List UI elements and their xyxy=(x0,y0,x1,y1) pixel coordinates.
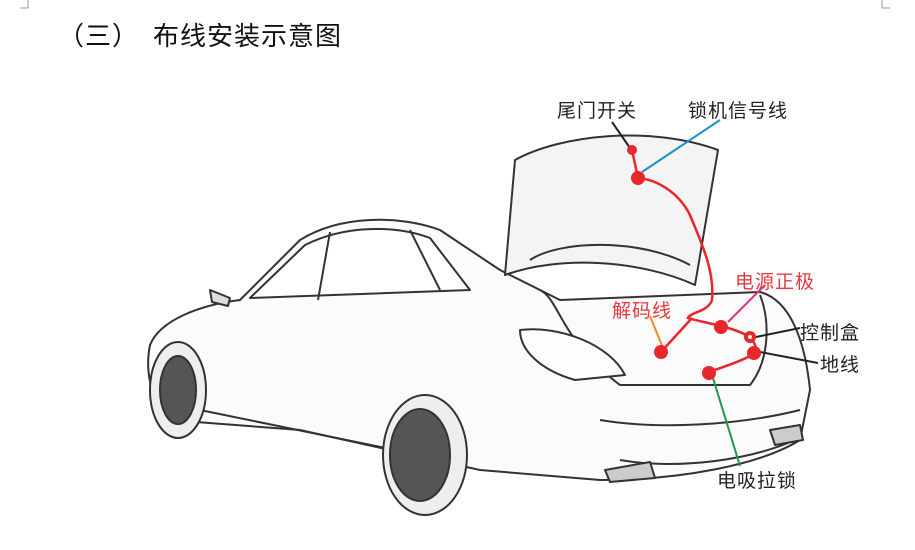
leader-ground xyxy=(759,351,819,364)
connection-points xyxy=(627,145,761,380)
label-electric-suction-lock: 电吸拉锁 xyxy=(717,470,798,492)
tailgate-switch-point xyxy=(627,145,637,155)
label-decoder-wire: 解码线 xyxy=(612,300,673,322)
corner-marks xyxy=(20,0,890,9)
power-point xyxy=(714,320,728,334)
label-power-positive: 电源正极 xyxy=(735,271,816,293)
leader-lines xyxy=(611,119,819,467)
leader-suction-lock xyxy=(712,377,741,467)
label-tailgate-switch: 尾门开关 xyxy=(557,100,638,122)
section-title: （三） 布线安装示意图 xyxy=(58,22,343,52)
leader-power xyxy=(727,284,766,323)
decoder-point xyxy=(654,345,668,359)
car-outline xyxy=(147,134,811,516)
ground-point xyxy=(747,346,761,360)
leader-control-box xyxy=(755,327,801,338)
leader-decoder xyxy=(649,315,664,349)
leader-lock-signal xyxy=(641,119,721,173)
suction-lock-point xyxy=(702,366,716,380)
label-control-box: 控制盒 xyxy=(800,322,861,344)
leader-tailgate-switch xyxy=(611,121,631,149)
label-lock-signal-wire: 锁机信号线 xyxy=(688,100,789,122)
lock-signal-point xyxy=(631,171,645,185)
label-ground-wire: 地线 xyxy=(820,354,861,376)
